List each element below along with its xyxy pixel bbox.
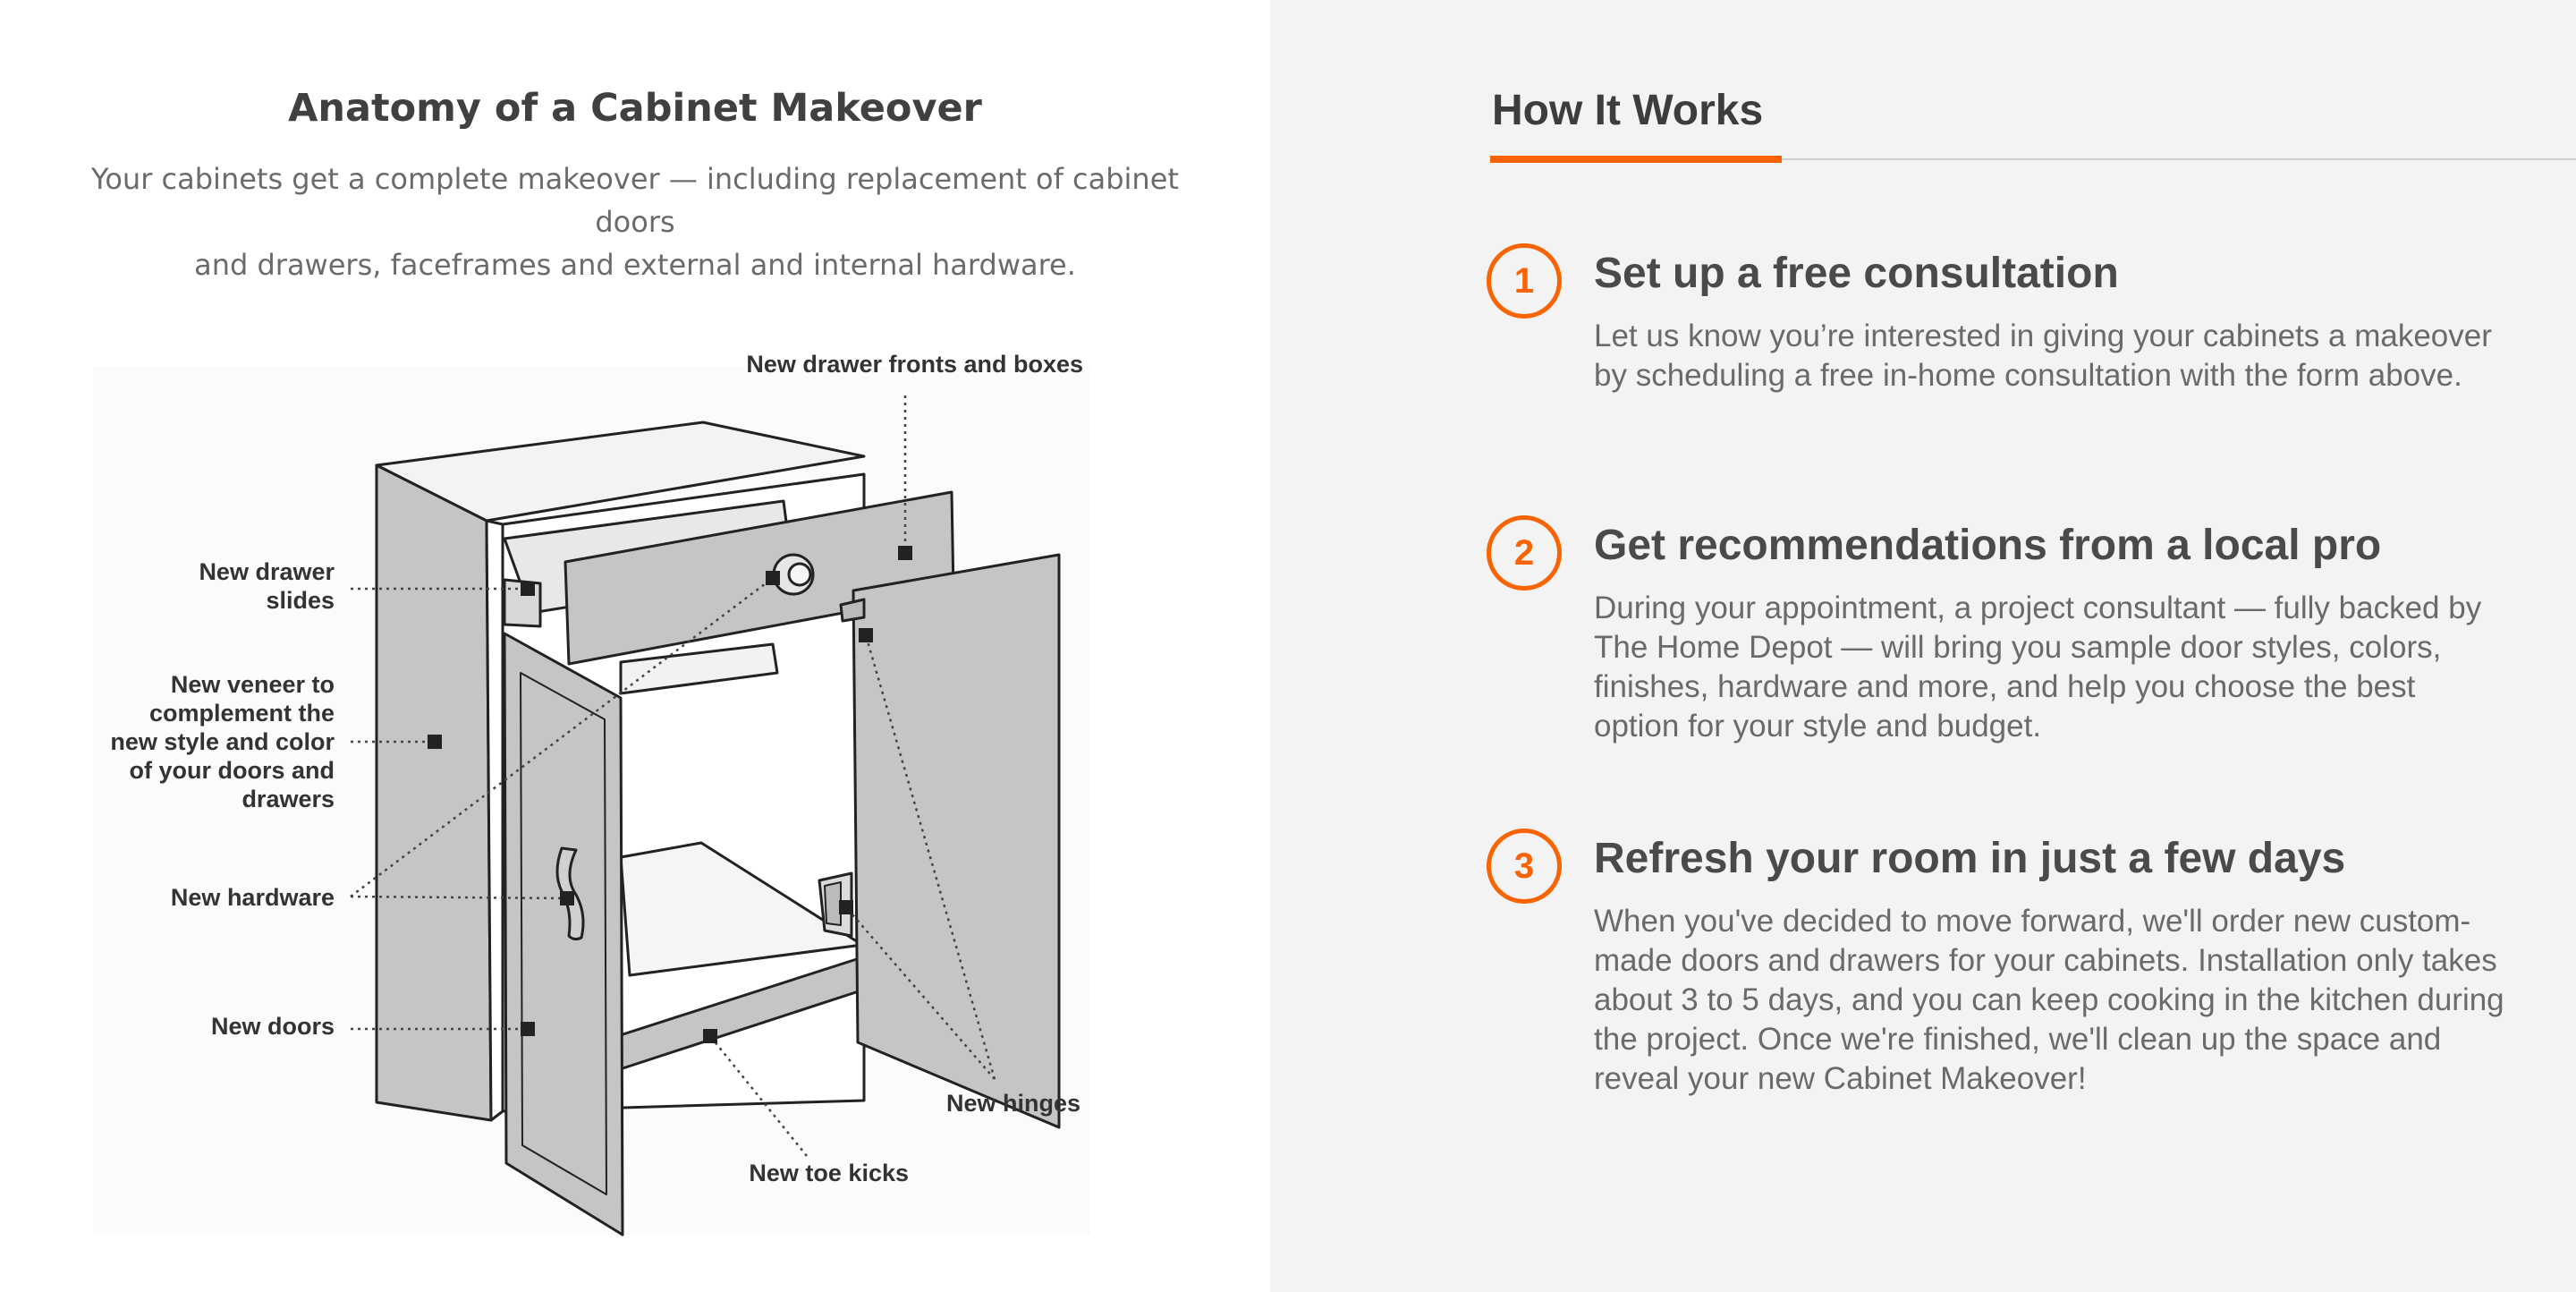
marker-knob	[766, 571, 780, 585]
marker-hardware	[560, 891, 574, 905]
drawer-knob-center	[787, 562, 812, 587]
anatomy-subtitle: Your cabinets get a complete makeover — …	[80, 157, 1190, 286]
hinge-plate	[824, 881, 842, 926]
anatomy-subtitle-line2: and drawers, faceframes and external and…	[194, 248, 1076, 282]
label-veneer-3: new style and color	[110, 728, 335, 755]
leader-hardware-knob	[350, 577, 774, 897]
anatomy-subtitle-line1: Your cabinets get a complete makeover — …	[91, 162, 1179, 239]
label-veneer-2: complement the	[149, 700, 335, 727]
label-hardware: New hardware	[171, 884, 335, 911]
anatomy-title: Anatomy of a Cabinet Makeover	[288, 86, 982, 131]
leader-hardware	[350, 895, 568, 900]
leader-hinges-lower	[845, 906, 996, 1080]
right-door	[852, 553, 1061, 1129]
step-2-number-badge: 2	[1487, 515, 1562, 591]
step-2-body: During your appointment, a project consu…	[1594, 591, 2482, 744]
step-1-number-badge: 1	[1487, 243, 1562, 319]
marker-toe-kicks	[703, 1029, 717, 1043]
marker-drawer-slides	[521, 582, 535, 596]
how-it-works-title: How It Works	[1492, 87, 1764, 134]
marker-veneer	[428, 735, 442, 749]
anatomy-section: Anatomy of a Cabinet Makeover Your cabin…	[0, 0, 1270, 1292]
label-doors: New doors	[211, 1013, 335, 1040]
leader-hinges-upper	[864, 634, 996, 1080]
step-3-heading: Refresh your room in just a few days	[1594, 835, 2346, 882]
left-door-panel	[520, 672, 607, 1195]
cabinet-shelf	[619, 642, 779, 695]
marker-drawer-fronts	[898, 546, 912, 560]
left-door	[503, 632, 624, 1237]
label-drawer-slides-2: slides	[266, 587, 335, 614]
title-divider	[1490, 158, 2576, 160]
label-hinges: New hinges	[946, 1090, 1080, 1117]
cabinet-side-panel	[375, 463, 493, 1122]
title-accent-bar	[1490, 156, 1782, 163]
upper-hinge	[839, 598, 866, 623]
step-3-body: When you've decided to move forward, we'…	[1594, 904, 2504, 1096]
marker-doors	[521, 1022, 535, 1036]
label-veneer-5: drawers	[242, 786, 335, 812]
cabinet-diagram: New drawer fronts and boxes New drawer s…	[93, 340, 1104, 1262]
step-1-body: Let us know you’re interested in giving …	[1594, 319, 2492, 393]
label-toe-kicks: New toe kicks	[749, 1160, 909, 1186]
label-veneer-4: of your doors and	[130, 757, 335, 784]
cabinet-diagram-svg: New drawer fronts and boxes New drawer s…	[93, 351, 1090, 1237]
label-veneer-1: New veneer to	[171, 671, 335, 698]
how-it-works-section: How It Works 1 Set up a free consultatio…	[1270, 0, 2576, 1292]
step-1-heading: Set up a free consultation	[1594, 250, 2119, 297]
marker-hinge-lower	[839, 900, 853, 914]
step-2-heading: Get recommendations from a local pro	[1594, 522, 2382, 569]
marker-hinge-upper	[859, 628, 873, 642]
label-drawer-slides-1: New drawer	[199, 558, 335, 585]
step-3-number-badge: 3	[1487, 829, 1562, 904]
label-drawer-fronts: New drawer fronts and boxes	[746, 351, 1083, 378]
